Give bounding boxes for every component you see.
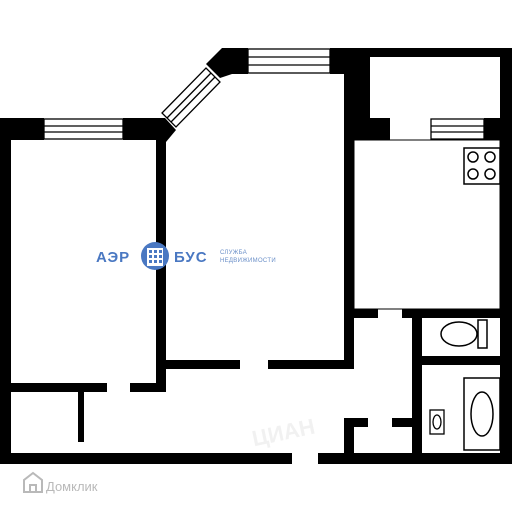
- burner-icon: [467, 168, 479, 180]
- wall-partition-living-kitchen: [344, 48, 354, 360]
- building-icon: [141, 242, 169, 270]
- wall-left-room-bottom-b: [130, 383, 166, 392]
- wall-kitchen-top: [360, 48, 512, 57]
- window-kitchen: [430, 118, 485, 140]
- stove: [463, 147, 501, 185]
- window-left-room: [43, 118, 124, 140]
- faint-watermark: ЦИАН: [250, 414, 317, 452]
- logo-left-text: АЭР: [96, 249, 130, 266]
- window-living-room: [247, 48, 331, 74]
- windows: [43, 48, 485, 140]
- burner-icon: [484, 151, 496, 163]
- wall-hall-stub: [78, 392, 84, 442]
- sink: [429, 409, 445, 435]
- burner-icon: [467, 151, 479, 163]
- house-icon: [23, 471, 43, 493]
- wall-outer-right: [500, 118, 512, 464]
- wall-closet-right: [344, 418, 354, 464]
- logo-right-text: БУС: [174, 249, 208, 266]
- logo-subtitle-line2: НЕДВИЖИМОСТИ: [220, 258, 276, 264]
- wall-living-top-a: [222, 48, 248, 74]
- kitchen-outline: [353, 139, 501, 310]
- wall-living-bottom-b: [268, 360, 354, 369]
- wall-outer-bottom-b: [318, 453, 512, 464]
- burner-icon: [484, 168, 496, 180]
- wall-outer-left: [0, 118, 11, 464]
- wall-outer-bottom-a: [0, 453, 292, 464]
- wall-wc-bottom: [412, 356, 512, 365]
- wall-wc-left: [412, 309, 422, 425]
- wall-kitchen-left-jamb: [344, 118, 390, 140]
- bathtub: [463, 377, 501, 451]
- brand-logo: АЭР БУС СЛУЖБА НЕДВИЖИМОСТИ: [96, 242, 276, 270]
- wall-left-room-top-b: [123, 118, 160, 140]
- wall-outer-right-top: [500, 48, 512, 140]
- wall-diagonal-cap-bottom: [150, 118, 176, 142]
- wall-bath-left-lower: [412, 425, 422, 464]
- domclick-watermark: Домклик: [23, 471, 98, 494]
- domclick-text: Домклик: [46, 479, 98, 494]
- wall-left-room-bottom-a: [0, 383, 107, 392]
- wall-closet-top: [344, 418, 368, 427]
- toilet: [440, 319, 488, 349]
- walls: [0, 48, 512, 464]
- logo-subtitle-line1: СЛУЖБА: [220, 250, 247, 256]
- svg-text:ЦИАН: ЦИАН: [250, 414, 317, 452]
- wall-closet-top-b: [392, 418, 422, 427]
- wall-living-bottom-a: [156, 360, 240, 369]
- wall-kitchen-bottom-b: [402, 309, 512, 318]
- wall-kitchen-bottom-a: [344, 309, 378, 318]
- window-diagonal: [161, 67, 221, 128]
